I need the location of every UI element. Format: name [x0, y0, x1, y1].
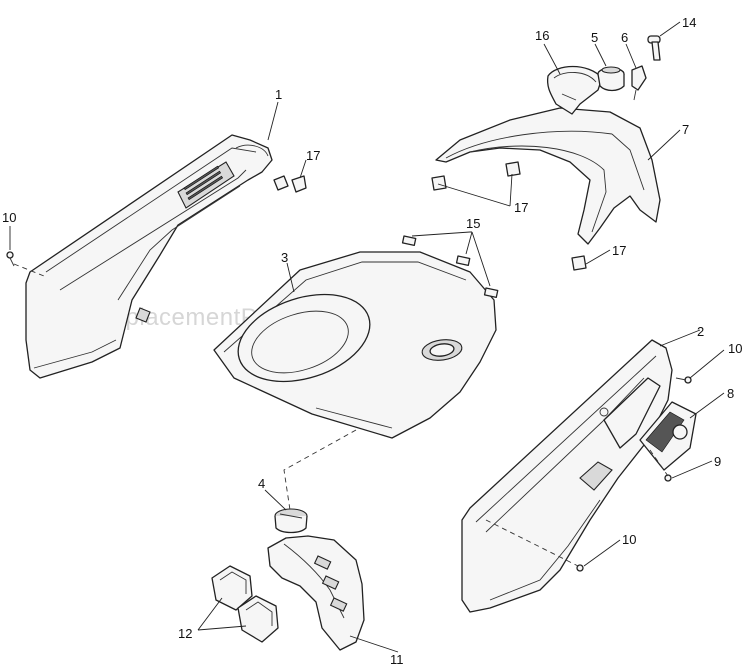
screws [6, 251, 692, 572]
callout-1: 1 [275, 87, 282, 102]
push-nuts [273, 161, 587, 271]
grab-handle [546, 65, 603, 115]
right-side-panel [461, 339, 673, 613]
center-top-cover [213, 251, 497, 439]
callout-15: 15 [466, 216, 480, 231]
vent-screen [639, 401, 697, 471]
callout-labels: 1 2 3 4 5 6 7 8 9 10 10 10 11 12 14 15 1… [2, 15, 742, 667]
callout-2: 2 [697, 324, 704, 339]
filler-cap [597, 66, 625, 92]
callout-17-right: 17 [612, 243, 626, 258]
assembly-lines [13, 263, 669, 567]
ignition-key [647, 35, 661, 61]
leader-lines [9, 21, 725, 653]
tank-straps [211, 565, 279, 643]
callout-7: 7 [682, 122, 689, 137]
callout-9: 9 [714, 454, 721, 469]
callout-12: 12 [178, 626, 192, 641]
key-switch [631, 65, 647, 101]
callout-6: 6 [621, 30, 628, 45]
callout-5: 5 [591, 30, 598, 45]
callout-14: 14 [682, 15, 696, 30]
callout-17-left: 17 [306, 148, 320, 163]
callout-10-bottom: 10 [622, 532, 636, 547]
callout-16: 16 [535, 28, 549, 43]
fuel-cap [274, 508, 308, 534]
callout-3: 3 [281, 250, 288, 265]
rear-hood [435, 107, 661, 245]
callout-10-right: 10 [728, 341, 742, 356]
callout-11: 11 [390, 652, 404, 667]
left-side-panel [25, 134, 273, 379]
callout-17-middle: 17 [514, 200, 528, 215]
clips [401, 235, 499, 298]
right-panel-window [603, 377, 661, 449]
callout-4: 4 [258, 476, 265, 491]
callout-10-left: 10 [2, 210, 16, 225]
left-panel-vent-slots [183, 165, 224, 201]
cover-opening [237, 293, 371, 383]
callout-8: 8 [727, 386, 734, 401]
fuel-tank [267, 535, 365, 651]
